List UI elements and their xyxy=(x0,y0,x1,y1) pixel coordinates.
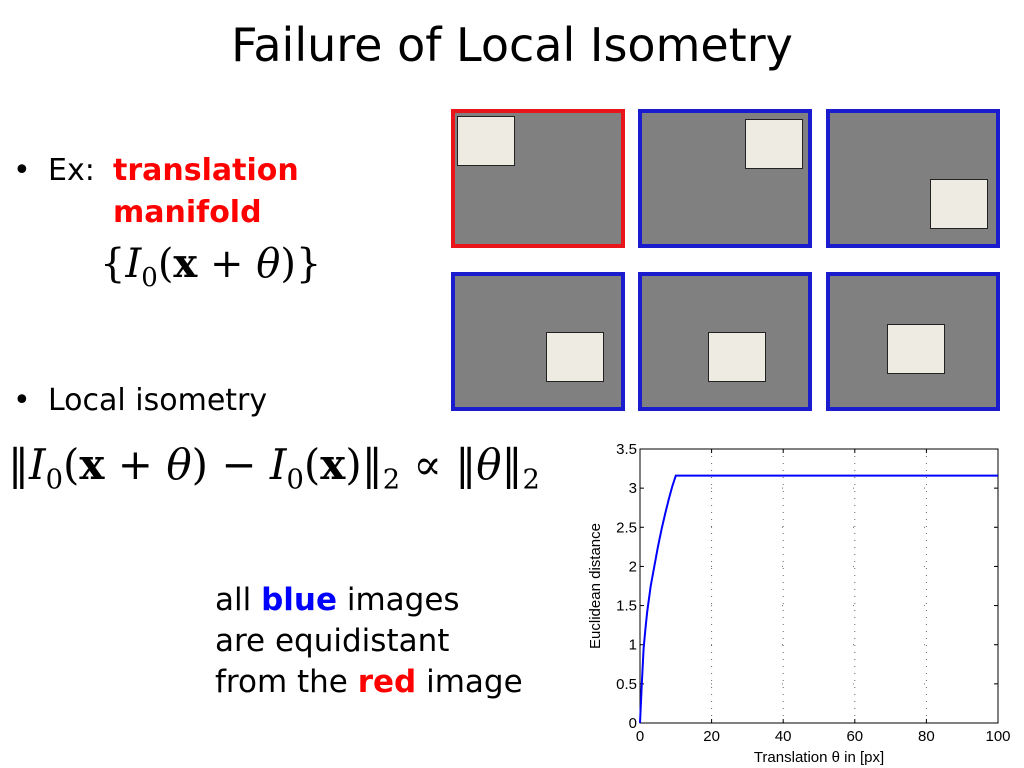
y-tick-label: 2.5 xyxy=(616,519,637,536)
x-tick-label: 60 xyxy=(846,728,863,745)
bullet1-highlight-line1: translation xyxy=(113,153,299,188)
y-tick-label: 1.5 xyxy=(616,598,637,615)
x-tick-label: 20 xyxy=(703,728,720,745)
x-axis-label: Translation θ in [px] xyxy=(754,749,884,766)
distance-chart: 0 20 40 60 80 100 0 0.5 1 1.5 2 2.5 3 3.5Translation … xyxy=(587,441,1011,766)
y-tick-label: 3.5 xyxy=(616,441,637,458)
thumbnail-blue-2 xyxy=(826,109,1000,248)
x-tick-label: 40 xyxy=(775,728,792,745)
thumbnail-square xyxy=(546,332,604,382)
slide-title: Failure of Local Isometry xyxy=(231,18,793,72)
x-tick-label: 80 xyxy=(918,728,935,745)
y-tick-label: 1 xyxy=(629,637,637,654)
formula-local-isometry: ‖I0(x + θ) − I0(x)‖2 ∝ ‖θ‖2 xyxy=(8,440,540,496)
bullet-marker: • xyxy=(13,153,31,188)
formula-translation-manifold: {I0(x + θ)} xyxy=(100,240,322,294)
bullet1-highlight-line2: manifold xyxy=(113,195,262,230)
caption-line1: all blue images xyxy=(215,582,460,618)
caption-line3: from the red image xyxy=(215,664,523,700)
series-line xyxy=(639,474,998,724)
thumbnail-square xyxy=(708,332,766,382)
thumbnail-blue-1 xyxy=(638,109,812,248)
thumbnail-square xyxy=(930,179,988,229)
y-axis-label: Euclidean distance xyxy=(587,523,604,649)
bullet-marker: • xyxy=(13,383,31,418)
thumbnail-square xyxy=(887,324,945,374)
thumbnail-blue-3 xyxy=(451,272,625,411)
y-tick-label: 0 xyxy=(629,715,637,732)
thumbnail-square xyxy=(745,119,803,169)
thumbnail-red-reference xyxy=(451,109,625,248)
thumbnail-square xyxy=(457,116,515,166)
bullet2-text: Local isometry xyxy=(48,383,268,418)
caption-line2: are equidistant xyxy=(215,623,450,659)
plot-frame xyxy=(639,448,999,724)
thumbnail-blue-5 xyxy=(826,272,1000,411)
caption: all blue images are equidistant from the… xyxy=(215,580,523,703)
bullet1-prefix: Ex: xyxy=(48,153,95,188)
y-tick-label: 3 xyxy=(629,480,637,497)
thumbnail-blue-4 xyxy=(638,272,812,411)
y-tick-label: 2 xyxy=(629,558,637,575)
x-tick-label: 100 xyxy=(985,728,1010,745)
x-tick-label: 0 xyxy=(636,728,644,745)
y-tick-label: 0.5 xyxy=(616,676,637,693)
